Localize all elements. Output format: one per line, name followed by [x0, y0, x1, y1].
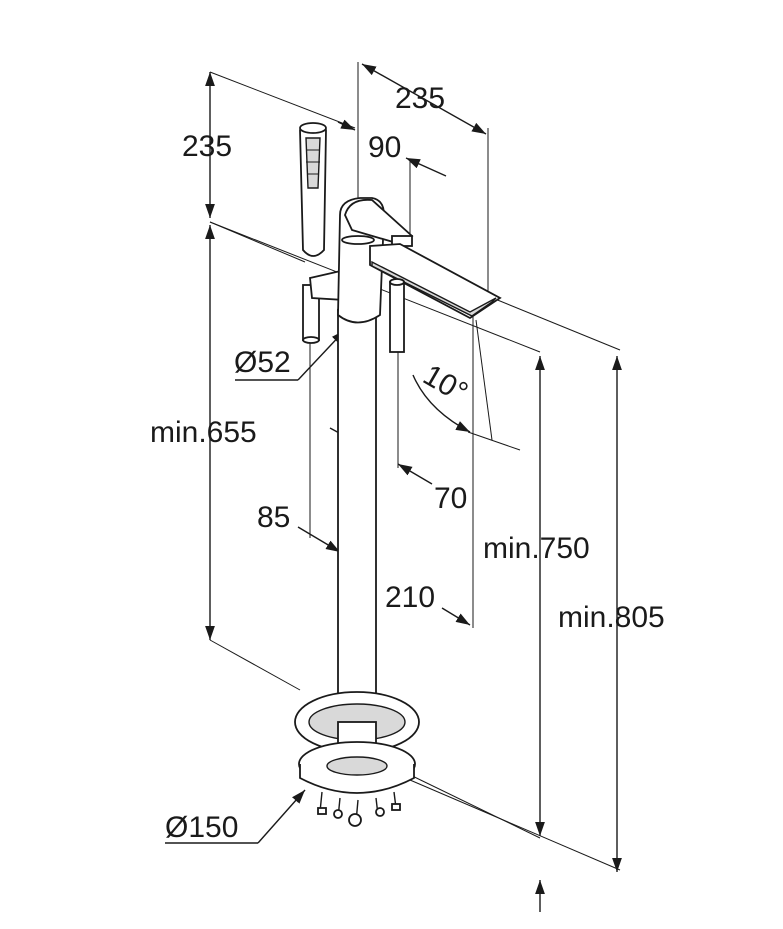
- dim-handset-height: 235: [182, 130, 232, 163]
- mounting-bolts: [317, 791, 401, 827]
- dim-pipe-diameter: Ø52: [234, 346, 291, 379]
- dim-spout-length: 235: [395, 82, 445, 115]
- dim-handset-offset: 85: [257, 501, 290, 534]
- riser-pipe: [337, 303, 377, 731]
- dim-min-height-spout: min.750: [483, 532, 590, 565]
- hand-shower: [299, 122, 327, 344]
- dimension-lines: [165, 63, 622, 912]
- dim-spout-drop: 70: [434, 482, 467, 515]
- dim-spout-reach: 210: [385, 581, 435, 614]
- extension-lines: [209, 62, 621, 912]
- base-flange: [294, 691, 420, 827]
- dim-min-height-total: min.805: [558, 601, 665, 634]
- dim-min-height-handset: min.655: [150, 416, 257, 449]
- dim-spout-offset: 90: [368, 131, 401, 164]
- faucet: [294, 122, 502, 827]
- spout: [369, 243, 502, 320]
- dim-base-diameter: Ø150: [165, 811, 238, 844]
- dim-spout-angle: 10°: [417, 358, 473, 409]
